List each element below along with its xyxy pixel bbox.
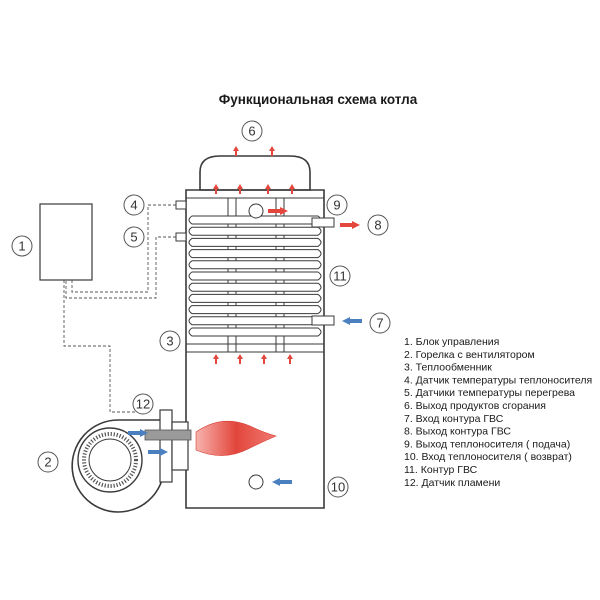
hot-gas-arrow bbox=[237, 354, 243, 364]
dhw-in-arrow bbox=[342, 317, 362, 325]
hot-gas-arrow bbox=[213, 354, 219, 364]
callout-circle bbox=[159, 330, 181, 352]
callout-number: 10 bbox=[331, 480, 345, 495]
coil-turn bbox=[188, 316, 322, 326]
legend-item: 8. Выход контура ГВС bbox=[404, 426, 511, 438]
coil-turn bbox=[188, 260, 322, 270]
callout-number: 9 bbox=[333, 198, 340, 213]
callout-number: 12 bbox=[136, 397, 150, 412]
callout-circle bbox=[123, 226, 145, 248]
coil-turn bbox=[188, 293, 322, 303]
callout-number: 4 bbox=[130, 198, 137, 213]
coil-turn bbox=[188, 327, 322, 337]
coil-turn bbox=[188, 226, 322, 236]
callout-number: 1 bbox=[18, 239, 25, 254]
callout-number: 6 bbox=[248, 124, 255, 139]
callout-circle bbox=[367, 214, 389, 236]
legend-item: 4. Датчик температуры теплоносителя bbox=[404, 374, 592, 386]
legend-item: 9. Выход теплоносителя ( подача) bbox=[404, 438, 570, 450]
hot-gas-arrow bbox=[265, 184, 271, 194]
control-wiring bbox=[63, 204, 176, 413]
legend-item: 5. Датчики температуры перегрева bbox=[404, 387, 575, 399]
dhw-out-arrow bbox=[340, 221, 360, 229]
hot-gas-arrow bbox=[269, 146, 275, 156]
coil-turn bbox=[188, 249, 322, 259]
legend-item: 1. Блок управления bbox=[404, 336, 499, 348]
legend-item: 2. Горелка с вентилятором bbox=[404, 349, 535, 361]
callout-number: 3 bbox=[166, 334, 173, 349]
flame bbox=[195, 420, 277, 456]
legend-item: 11. Контур ГВС bbox=[404, 464, 478, 476]
coil-turn bbox=[188, 237, 322, 247]
hot-gas-arrow bbox=[289, 184, 295, 194]
hot-gas-arrow bbox=[213, 184, 219, 194]
control-unit bbox=[39, 203, 93, 281]
return-inlet bbox=[248, 474, 264, 490]
callout-circle bbox=[132, 393, 154, 415]
callout-number: 7 bbox=[376, 316, 383, 331]
flame-sensor bbox=[144, 429, 192, 441]
legend-item: 10. Вход теплоносителя ( возврат) bbox=[404, 451, 572, 463]
callout-circle bbox=[11, 235, 33, 257]
callout-number: 8 bbox=[374, 218, 381, 233]
callout-circle bbox=[241, 120, 263, 142]
hot-gas-arrow bbox=[237, 184, 243, 194]
diagram-title: Функциональная схема котла bbox=[219, 92, 418, 107]
callout-number: 2 bbox=[44, 455, 51, 470]
legend-item: 7. Вход контура ГВС bbox=[404, 413, 504, 425]
hot-gas-arrow bbox=[233, 146, 239, 156]
callout-circle bbox=[123, 194, 145, 216]
flow-arrows bbox=[128, 146, 362, 486]
supply-arrow bbox=[268, 207, 288, 215]
legend-item: 3. Теплообменник bbox=[404, 362, 492, 374]
legend-item: 6. Выход продуктов сгорания bbox=[404, 400, 546, 412]
callout-circle bbox=[369, 312, 391, 334]
legend-item: 12. Датчик пламени bbox=[404, 477, 500, 489]
hot-gas-arrow bbox=[261, 354, 267, 364]
burner-with-fan bbox=[71, 409, 192, 513]
hot-gas-arrow bbox=[287, 354, 293, 364]
heat-exchanger-coil bbox=[188, 215, 322, 337]
callout-circle bbox=[327, 476, 349, 498]
callout-number: 5 bbox=[130, 230, 137, 245]
dhw-pipes bbox=[311, 217, 335, 326]
coil-turn bbox=[188, 271, 322, 281]
return-arrow bbox=[272, 478, 292, 486]
callout-circle bbox=[326, 194, 348, 216]
air-arrow bbox=[148, 448, 168, 456]
callout-number: 11 bbox=[333, 269, 347, 284]
callout-circle bbox=[37, 451, 59, 473]
supply-outlet bbox=[248, 203, 264, 219]
callout-circle bbox=[329, 265, 351, 287]
sensors bbox=[175, 200, 187, 242]
air-arrow bbox=[128, 429, 148, 437]
coil-turn bbox=[188, 282, 322, 292]
coil-turn bbox=[188, 305, 322, 315]
